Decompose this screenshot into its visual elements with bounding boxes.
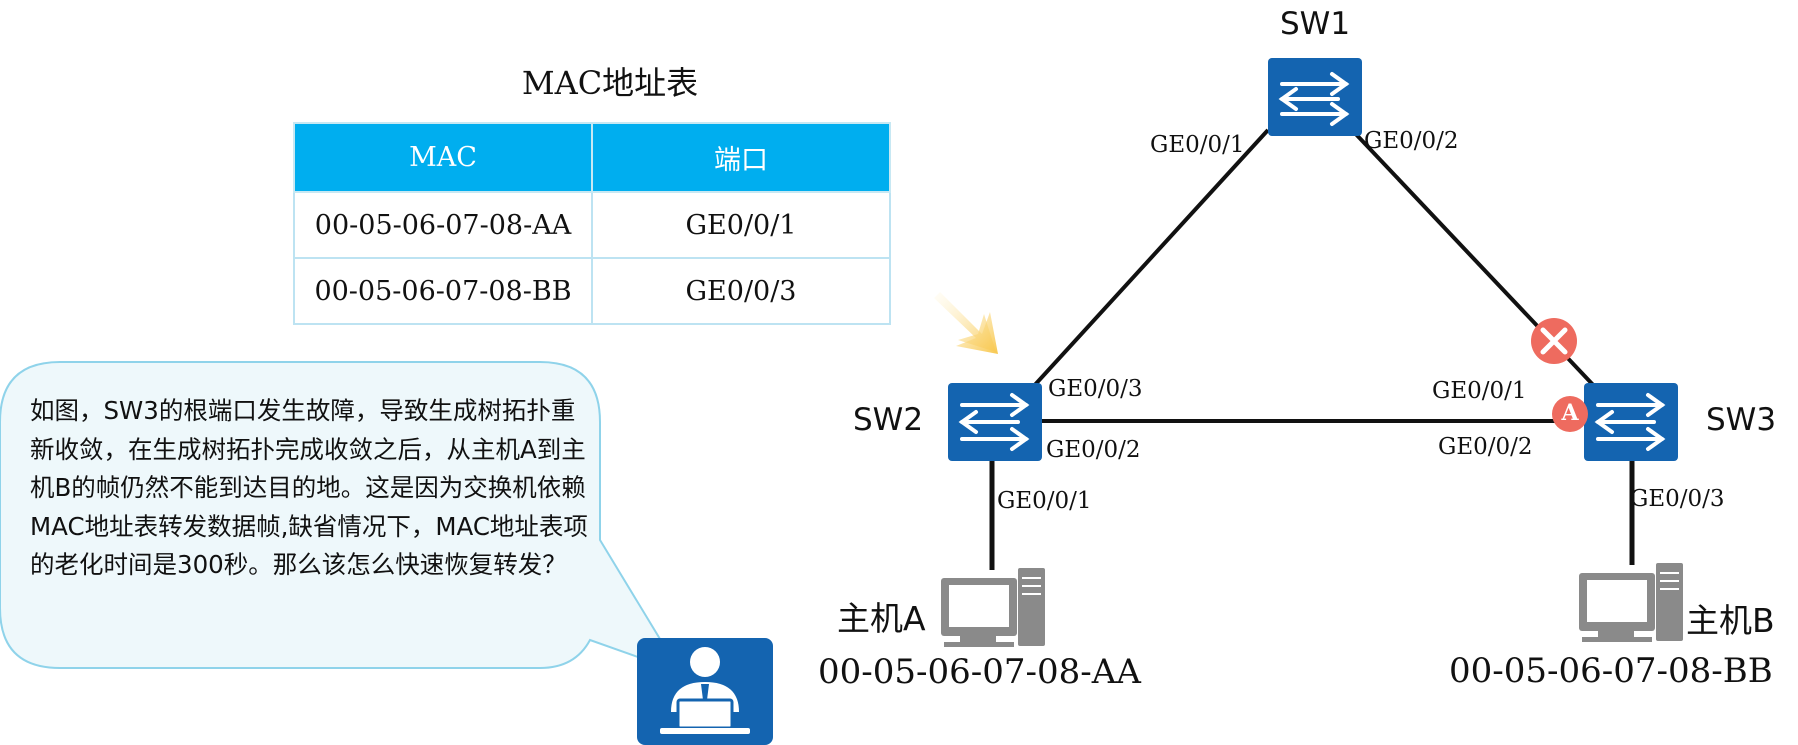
mac-table-title: MAC地址表 (521, 64, 699, 102)
presenter-avatar-icon (637, 638, 773, 745)
host-a-name: 主机A (837, 599, 926, 638)
speech-text: 如图，SW3的根端口发生故障，导致生成树拓扑重新收敛，在生成树拓扑完成收敛之后，… (30, 396, 588, 579)
link-sw1-sw2 (1030, 128, 1270, 390)
port-label-sw2-up: GE0/0/3 (1048, 376, 1143, 402)
port-label-sw3-left-up: GE0/0/1 (1432, 378, 1527, 404)
table-cell: 00-05-06-07-08-AA (293, 191, 593, 259)
column-header-port: 端口 (591, 122, 891, 193)
port-label-sw1-left: GE0/0/1 (1150, 132, 1245, 158)
highlight-arrow-icon (934, 292, 998, 354)
table-cell: GE0/0/3 (591, 257, 891, 325)
switch-sw3-icon[interactable] (1584, 383, 1678, 461)
table-cell: 00-05-06-07-08-BB (293, 257, 593, 325)
table-row: 00-05-06-07-08-BB GE0/0/3 (293, 257, 891, 325)
port-label-sw2-right: GE0/0/2 (1046, 437, 1141, 463)
port-badge-circle (1552, 396, 1588, 432)
switch-sw2-icon[interactable] (948, 383, 1042, 461)
host-b-mac: 00-05-06-07-08-BB (1449, 651, 1773, 691)
host-b-computer-icon[interactable] (1579, 563, 1683, 642)
port-label-sw3-down: GE0/0/3 (1630, 486, 1725, 512)
fault-x-icon (1531, 318, 1577, 364)
table-cell: GE0/0/1 (591, 191, 891, 259)
port-label-sw1-right: GE0/0/2 (1364, 128, 1459, 154)
speech-bubble (0, 361, 683, 674)
table-header-row: MAC 端口 (293, 122, 891, 193)
host-a-computer-icon[interactable] (941, 568, 1045, 647)
column-header-mac: MAC (293, 122, 593, 193)
mac-table: MAC 端口 00-05-06-07-08-AA GE0/0/1 00-05-0… (293, 122, 891, 325)
switch-sw1-label: SW1 (1280, 6, 1351, 42)
switch-sw3-label: SW3 (1706, 402, 1777, 438)
switch-sw2-label: SW2 (853, 402, 924, 438)
host-a-mac: 00-05-06-07-08-AA (818, 652, 1141, 692)
port-label-sw3-left: GE0/0/2 (1438, 434, 1533, 460)
table-row: 00-05-06-07-08-AA GE0/0/1 (293, 191, 891, 259)
switch-sw1-icon[interactable] (1268, 58, 1362, 136)
host-b-name: 主机B (1686, 601, 1775, 640)
port-label-sw2-down: GE0/0/1 (997, 488, 1092, 514)
port-badge-label: A (1561, 400, 1579, 426)
